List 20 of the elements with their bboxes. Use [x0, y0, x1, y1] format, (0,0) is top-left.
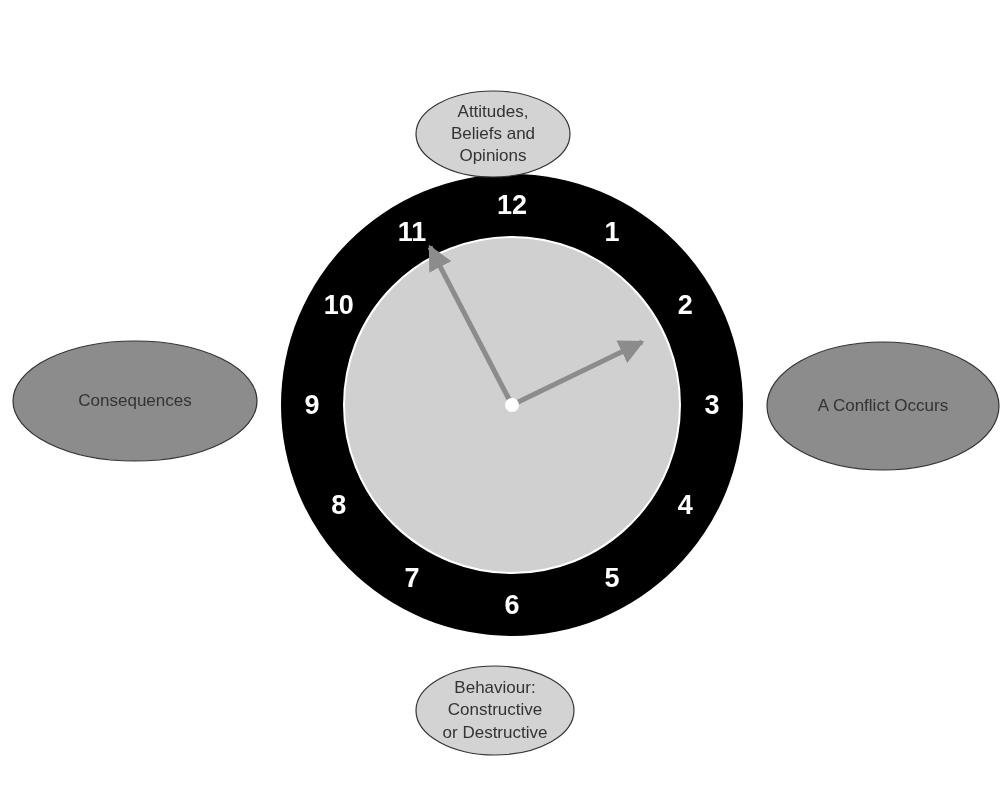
clock-numeral: 5: [603, 562, 621, 595]
clock-numeral: 4: [676, 489, 694, 521]
clock-numeral: 10: [322, 289, 355, 321]
ellipse-node: [415, 90, 571, 178]
clock-numeral: 2: [676, 289, 694, 321]
clock-numeral: 9: [303, 389, 321, 421]
clock-numeral: 1: [603, 215, 621, 248]
ellipse-node: [12, 340, 258, 462]
node-label: Consequences: [78, 389, 192, 412]
clock-numeral: 6: [503, 589, 521, 621]
clock-numeral: 7: [403, 562, 421, 595]
clock-numeral: 3: [703, 389, 721, 421]
ellipse-node: [415, 665, 575, 756]
node-label: Behaviour: Constructive or Destructive: [441, 677, 549, 744]
node-label: Attitudes, Beliefs and Opinions: [449, 100, 537, 168]
node-label: A Conflict Occurs: [817, 394, 949, 417]
clock-numeral: 11: [396, 215, 428, 248]
ellipse-node: [766, 341, 1000, 471]
clock-numeral: 8: [330, 489, 348, 521]
clock-numeral: 12: [495, 189, 528, 221]
